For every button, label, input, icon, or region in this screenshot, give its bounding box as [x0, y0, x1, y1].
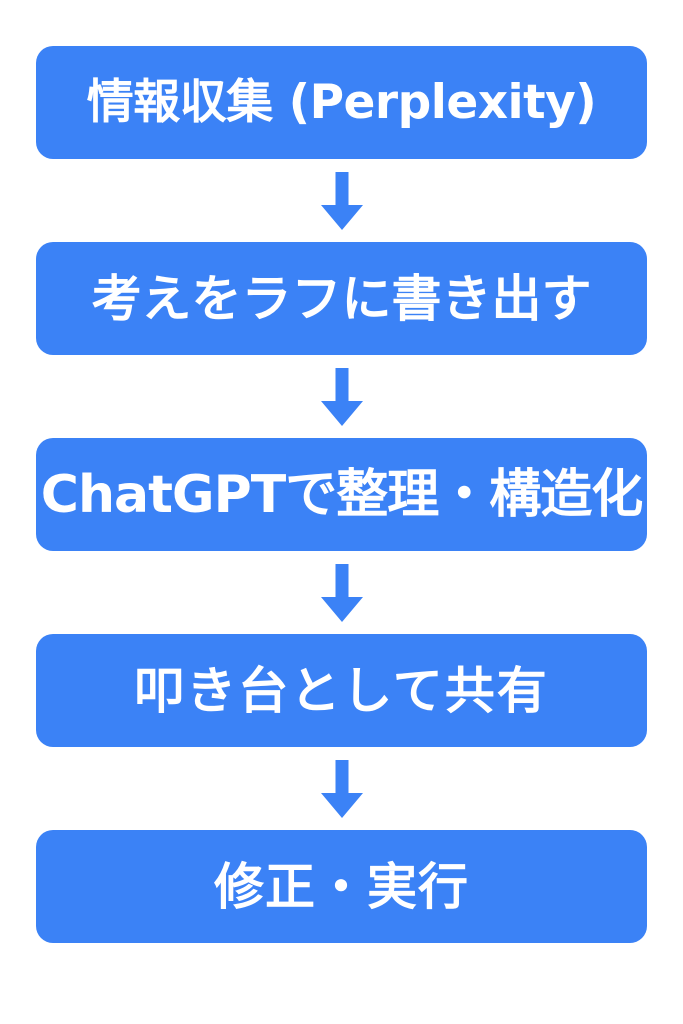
flow-step-5[interactable]: 修正・実行 [36, 830, 647, 943]
flow-step-3-label: ChatGPTで整理・構造化 [40, 464, 643, 525]
flow-step-1-label: 情報収集 (Perplexity) [86, 75, 597, 130]
flow-step-4[interactable]: 叩き台として共有 [36, 634, 647, 747]
arrow-down-icon [320, 564, 363, 622]
flow-step-2[interactable]: 考えをラフに書き出す [36, 242, 647, 355]
flow-step-3[interactable]: ChatGPTで整理・構造化 [36, 438, 647, 551]
flow-step-4-label: 叩き台として共有 [134, 661, 549, 720]
flow-step-2-label: 考えをラフに書き出す [91, 269, 592, 328]
arrow-down-icon [320, 368, 363, 426]
arrow-down-icon [320, 172, 363, 230]
arrow-down-icon [320, 760, 363, 818]
flow-step-5-label: 修正・実行 [214, 857, 469, 916]
flow-step-1[interactable]: 情報収集 (Perplexity) [36, 46, 647, 159]
